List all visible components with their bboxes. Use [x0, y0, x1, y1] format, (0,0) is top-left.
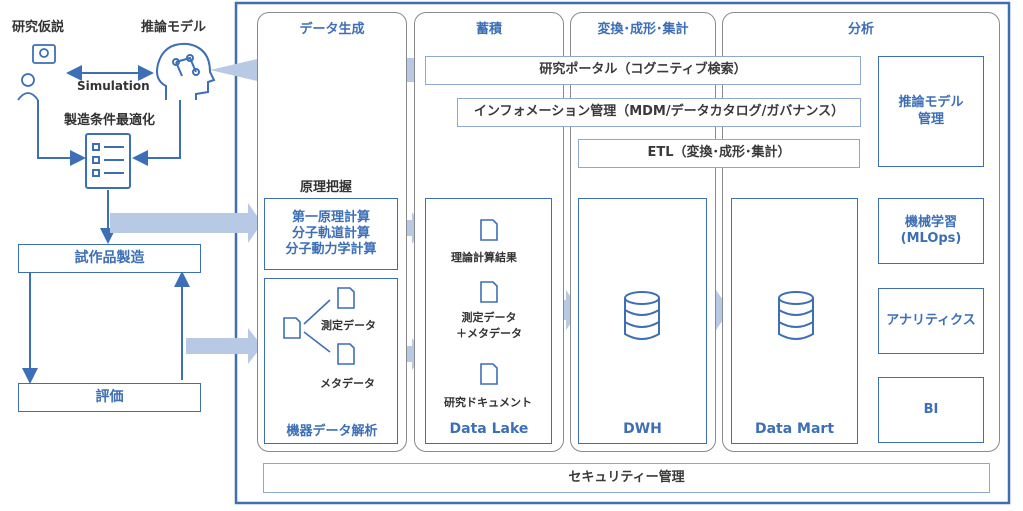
calc-line: 分子軌道計算 [291, 225, 370, 241]
file-icon [337, 343, 355, 365]
prototype-box: 試作品製造 [18, 244, 201, 273]
column-transform: 変換･成形･集計 [570, 12, 716, 452]
metadata-label: メタデータ [320, 377, 375, 390]
data-lake-box [425, 198, 552, 444]
security-management-bar: セキュリティー管理 [263, 463, 990, 493]
database-icon [624, 291, 660, 340]
data-mart-box [731, 198, 858, 444]
calculation-box: 第一原理計算 分子軌道計算 分子動力学計算 [264, 198, 398, 270]
condition-optimization-label: 製造条件最適化 [64, 113, 156, 128]
dwh-label: DWH [623, 421, 662, 437]
analytics-box: アナリティクス [878, 288, 984, 354]
lake-item-docs: 研究ドキュメント [444, 396, 532, 409]
measured-data-label: 測定データ [321, 319, 376, 332]
information-management-bar: インフォメーション管理（MDM/データカタログ/ガバナンス） [457, 98, 861, 127]
column-header: 変換･成形･集計 [597, 22, 689, 37]
evaluation-box: 評価 [18, 383, 201, 412]
calc-line: 分子動力学計算 [285, 242, 377, 258]
instrument-to-lake-arrow [402, 338, 424, 370]
inference-model-label: 推論モデル [141, 20, 207, 35]
column-accumulate: 蓄積 [414, 12, 564, 452]
data-mart-label: Data Mart [754, 421, 835, 437]
instrument-analysis-label: 機器データ解析 [286, 424, 378, 439]
data-lake-label: Data Lake [449, 421, 529, 437]
model-to-conditions-arrow [132, 100, 181, 166]
researcher-icon [17, 44, 56, 101]
file-icon [480, 281, 498, 303]
checklist-icon [85, 133, 131, 189]
file-icon [337, 287, 355, 309]
etl-bar: ETL（変換･成形･集計） [578, 139, 860, 168]
column-header: 分析 [847, 22, 874, 37]
conditions-to-principle-big-arrow [110, 203, 262, 243]
model-management-box: 推論モデル 管理 [878, 56, 984, 167]
calc-line: 第一原理計算 [291, 209, 370, 225]
column-header: 蓄積 [475, 22, 502, 37]
bi-box: BI [878, 377, 984, 443]
research-hypothesis-label: 研究仮説 [12, 20, 65, 35]
machine-learning-box: 機械学習 (MLOps) [878, 198, 984, 264]
eval-to-instrument-big-arrow [186, 328, 262, 364]
file-icon [480, 363, 498, 385]
hypothesis-to-conditions-arrow [37, 100, 86, 166]
instrument-box [264, 278, 398, 444]
principle-to-lake-arrow [402, 212, 424, 244]
platform-frame [234, 1, 1011, 505]
database-icon [778, 291, 814, 340]
lake-item-measured: 測定データ ＋メタデータ [456, 311, 522, 340]
column-header: データ生成 [299, 22, 365, 37]
principle-label: 原理把握 [300, 180, 353, 195]
lake-item-theory: 理論計算結果 [451, 251, 517, 264]
research-portal-bar: 研究ポータル（コグニティブ検索） [425, 56, 861, 85]
dwh-box [578, 198, 707, 444]
simulation-label: Simulation [77, 79, 150, 93]
file-icon [283, 317, 301, 339]
ai-head-icon [156, 42, 216, 100]
file-icon [480, 219, 498, 241]
